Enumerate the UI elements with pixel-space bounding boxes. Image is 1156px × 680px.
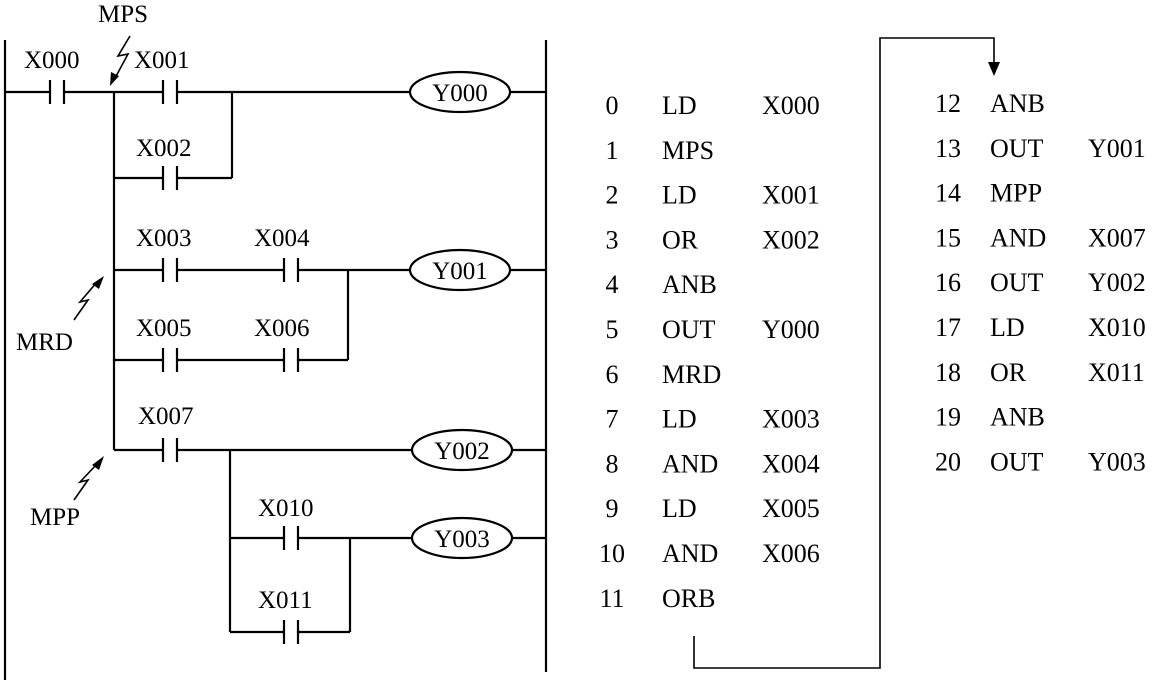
instruction-operand: X007 <box>1088 223 1146 252</box>
instruction-operand: Y003 <box>1088 447 1146 476</box>
contact-label-x001: X001 <box>134 47 190 74</box>
instruction-operand: Y002 <box>1088 268 1146 297</box>
contact-label-x005: X005 <box>136 315 192 342</box>
instruction-opcode: LD <box>662 405 697 434</box>
instruction-opcode: MPS <box>662 136 714 165</box>
instruction-step-number: 2 <box>606 181 619 210</box>
instruction-step-number: 17 <box>935 313 961 342</box>
instruction-step-number: 20 <box>935 447 961 476</box>
instruction-step-number: 6 <box>606 360 619 389</box>
mrd-pointer <box>73 276 104 321</box>
instruction-opcode: AND <box>662 539 718 568</box>
instruction-step-number: 9 <box>606 494 619 523</box>
coil-label-y000: Y000 <box>432 80 488 107</box>
coil-label-y002: Y002 <box>434 438 490 465</box>
instruction-opcode: ANB <box>990 89 1045 118</box>
instruction-opcode: AND <box>990 223 1046 252</box>
instruction-step-number: 7 <box>606 405 619 434</box>
instruction-opcode: OUT <box>662 315 716 344</box>
mps-pointer <box>110 35 131 86</box>
instruction-step-number: 3 <box>606 225 619 254</box>
contact-label-x003: X003 <box>136 225 192 252</box>
instruction-opcode: MPP <box>990 179 1042 208</box>
contact-label-x007: X007 <box>138 403 194 430</box>
instruction-step-number: 4 <box>606 270 619 299</box>
instruction-operand: X011 <box>1088 358 1145 387</box>
mps-label: MPS <box>98 1 148 28</box>
rung-y000 <box>5 70 546 450</box>
instruction-operand: Y001 <box>1088 134 1146 163</box>
instruction-operand: X006 <box>762 539 820 568</box>
coil-label-y001: Y001 <box>432 258 488 285</box>
mpp-pointer <box>73 456 104 501</box>
mpp-label: MPP <box>30 504 80 531</box>
instruction-step-number: 11 <box>599 584 624 613</box>
rung-y001 <box>114 248 546 372</box>
instruction-operand: X002 <box>762 225 820 254</box>
instruction-opcode: LD <box>662 181 697 210</box>
instruction-opcode: OUT <box>990 447 1044 476</box>
contact-label-x006: X006 <box>254 315 310 342</box>
contact-label-x004: X004 <box>254 225 310 252</box>
instruction-operand: X001 <box>762 181 820 210</box>
instruction-step-number: 10 <box>599 539 625 568</box>
instruction-opcode: ANB <box>990 403 1045 432</box>
instruction-step-number: 0 <box>606 91 619 120</box>
instruction-step-number: 13 <box>935 134 961 163</box>
instruction-opcode: LD <box>662 494 697 523</box>
instruction-step-number: 12 <box>935 89 961 118</box>
rung-y002-y003 <box>114 428 546 644</box>
instruction-operand: X004 <box>762 449 820 478</box>
mrd-label: MRD <box>16 329 73 356</box>
instruction-operand: X010 <box>1088 313 1146 342</box>
instruction-step-number: 5 <box>606 315 619 344</box>
instruction-operand: X005 <box>762 494 820 523</box>
contact-label-x010: X010 <box>258 495 314 522</box>
instruction-step-number: 14 <box>935 179 961 208</box>
instruction-step-number: 8 <box>606 449 619 478</box>
instruction-operand: Y000 <box>762 315 820 344</box>
instruction-opcode: OUT <box>990 134 1044 163</box>
instruction-opcode: OR <box>990 358 1027 387</box>
instruction-opcode: OR <box>662 225 699 254</box>
instruction-step-number: 16 <box>935 268 961 297</box>
instruction-step-number: 19 <box>935 403 961 432</box>
contact-label-x000: X000 <box>24 47 80 74</box>
instruction-opcode: LD <box>990 313 1025 342</box>
instruction-operand: X000 <box>762 91 820 120</box>
instruction-opcode: OUT <box>990 268 1044 297</box>
contact-label-x002: X002 <box>136 135 192 162</box>
instruction-opcode: LD <box>662 91 697 120</box>
instruction-operand: X003 <box>762 405 820 434</box>
instruction-step-number: 1 <box>606 136 619 165</box>
contact-label-x011: X011 <box>258 587 313 614</box>
coil-label-y003: Y003 <box>434 526 490 553</box>
continuation-arrow <box>693 37 1000 669</box>
instruction-opcode: ORB <box>662 584 715 613</box>
instruction-step-number: 15 <box>935 223 961 252</box>
instruction-step-number: 18 <box>935 358 961 387</box>
instruction-opcode: MRD <box>662 360 721 389</box>
instruction-opcode: ANB <box>662 270 717 299</box>
instruction-opcode: AND <box>662 449 718 478</box>
